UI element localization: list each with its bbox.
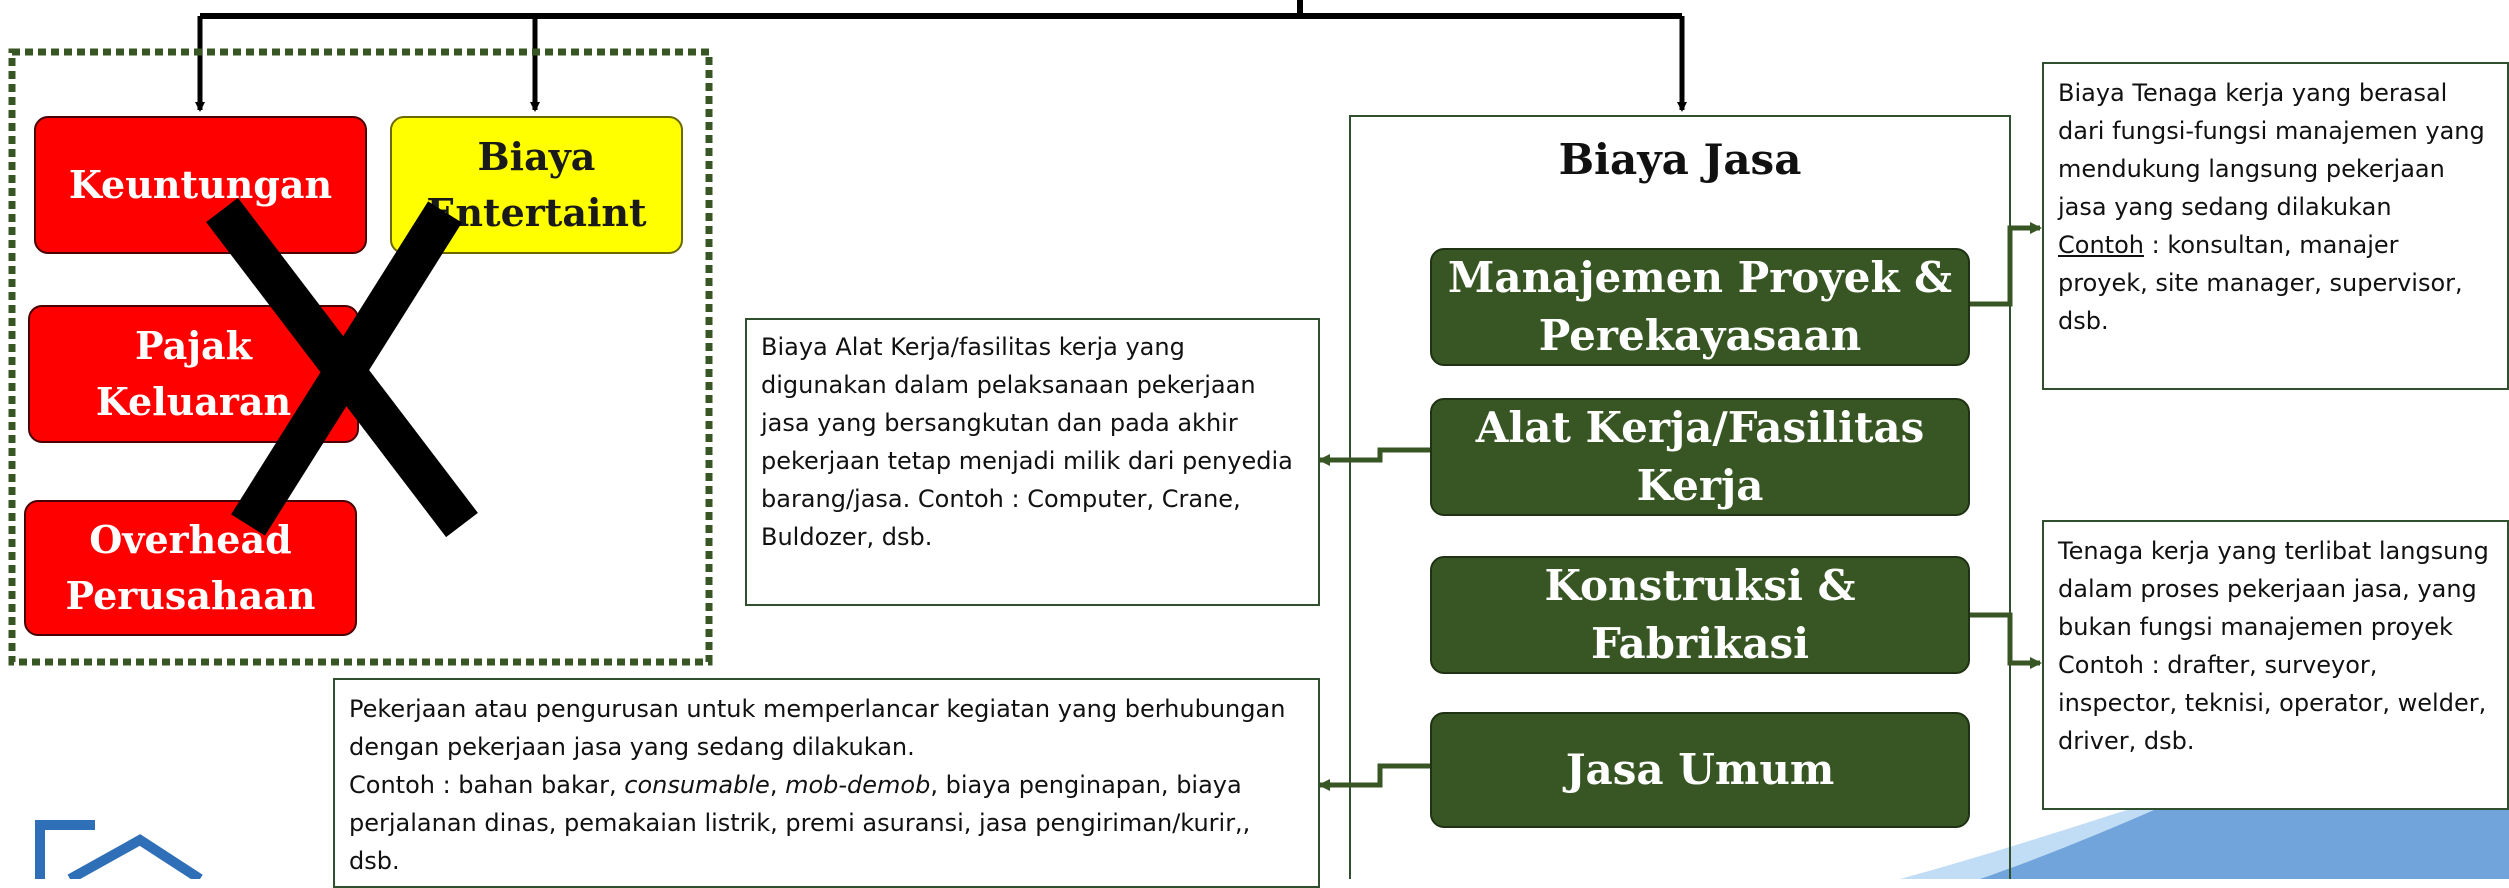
note-manajemen-example-text: : konsultan, manajer proyek, site manage… xyxy=(2058,231,2463,335)
manajemen-proyek-box: Manajemen Proyek & Perekayasaan xyxy=(1430,248,1970,366)
note-jasa-umum: Pekerjaan atau pengurusan untuk memperla… xyxy=(333,678,1320,888)
note-manajemen: Biaya Tenaga kerja yang berasal dari fun… xyxy=(2042,62,2509,390)
jasa-umum-box: Jasa Umum xyxy=(1430,712,1970,828)
biaya-jasa-container xyxy=(1349,115,2011,879)
note-manajemen-example-label: Contoh xyxy=(2058,231,2144,259)
note-konstruksi: Tenaga kerja yang terlibat langsung dala… xyxy=(2042,520,2509,810)
note-jasa-umum-suffix: , biaya penginapan, biaya perjalanan din… xyxy=(349,771,1251,875)
biaya-entertaint-box: Biaya Entertaint xyxy=(390,116,683,254)
biaya-jasa-title: Biaya Jasa xyxy=(1558,135,1802,184)
note-jasa-umum-prefix: Contoh : bahan bakar, xyxy=(349,771,625,799)
konstruksi-fabrikasi-box: Konstruksi & Fabrikasi xyxy=(1430,556,1970,674)
note-manajemen-text: Biaya Tenaga kerja yang berasal dari fun… xyxy=(2058,79,2485,221)
pajak-keluaran-box: Pajak Keluaran xyxy=(28,305,359,443)
note-jasa-umum-italic1: consumable xyxy=(624,771,770,799)
note-jasa-umum-line1: Pekerjaan atau pengurusan untuk memperla… xyxy=(349,695,1286,761)
note-jasa-umum-italic2: mob-demob xyxy=(785,771,931,799)
note-jasa-umum-sep: , xyxy=(769,771,786,799)
keuntungan-box: Keuntungan xyxy=(34,116,367,254)
logo-mark xyxy=(35,820,203,879)
note-alat: Biaya Alat Kerja/fasilitas kerja yang di… xyxy=(745,318,1320,606)
excluded-group-border xyxy=(8,48,713,666)
alat-kerja-box: Alat Kerja/Fasilitas Kerja xyxy=(1430,398,1970,516)
overhead-perusahaan-box: Overhead Perusahaan xyxy=(24,500,357,636)
